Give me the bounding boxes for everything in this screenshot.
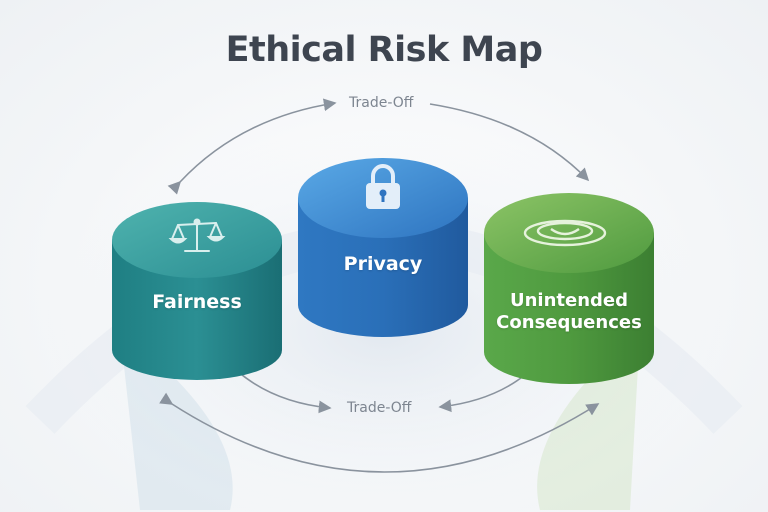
tradeoff-label-bottom: Trade-Off: [347, 400, 412, 416]
label-line-1: Unintended: [509, 290, 629, 311]
unintended-consequences-label: Unintended Consequences: [484, 290, 654, 334]
fairness-label: Fairness: [152, 291, 242, 313]
fairness-cylinder: [112, 202, 282, 380]
ripple-icon: [523, 219, 607, 247]
tradeoff-arrow-top-left: [167, 98, 337, 195]
tradeoff-arrow-top-right: [429, 103, 590, 182]
lock-icon: [366, 164, 400, 209]
label-line-2: Consequences: [496, 312, 642, 333]
tradeoff-label-top: Trade-Off: [349, 95, 414, 111]
privacy-label: Privacy: [343, 253, 423, 275]
scales-icon: [168, 218, 226, 252]
page-title: Ethical Risk Map: [225, 30, 543, 70]
unintended-consequences-cylinder: [484, 193, 654, 384]
privacy-cylinder: [298, 158, 468, 337]
